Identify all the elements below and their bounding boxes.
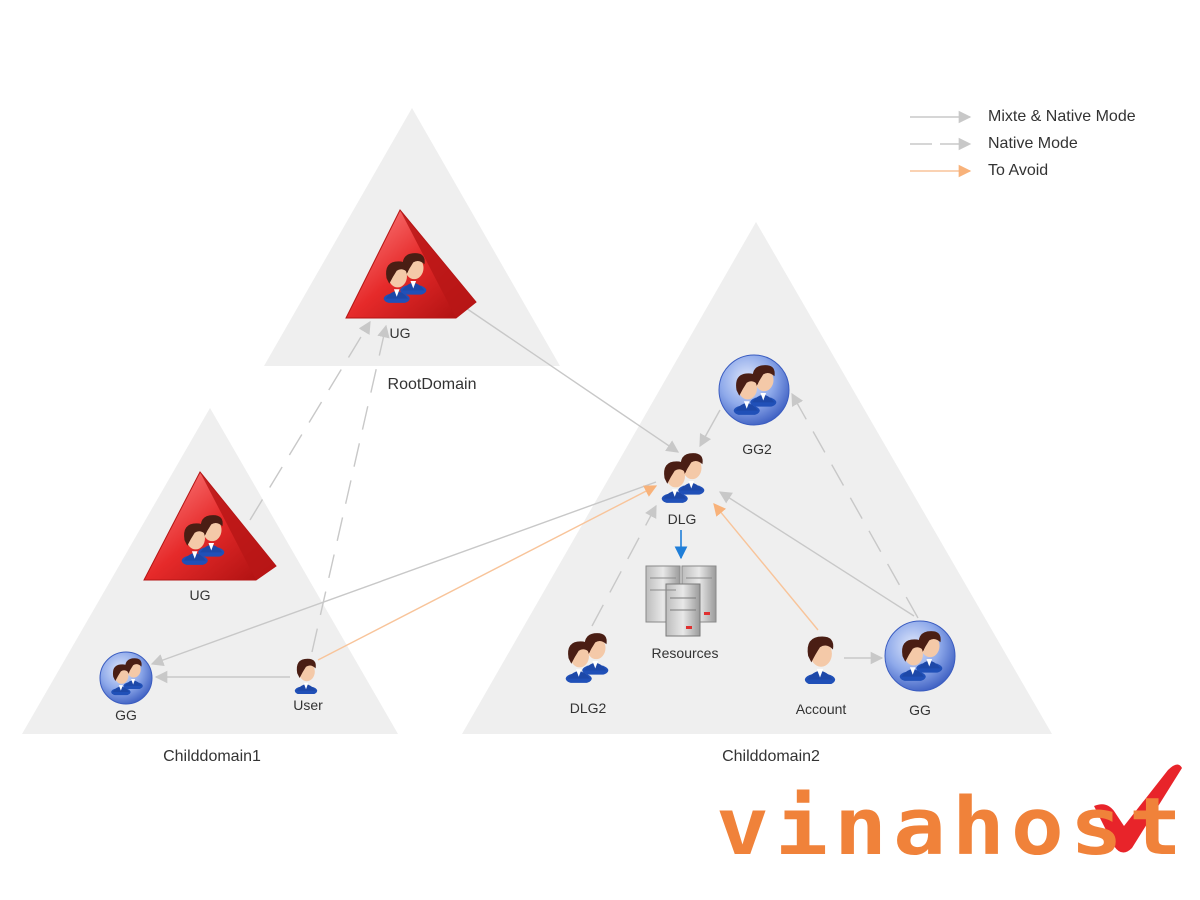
legend-avoid-label: To Avoid: [988, 162, 1049, 179]
root-ug-icon[interactable]: [345, 209, 477, 319]
child1-ug-label: UG: [189, 587, 211, 603]
root-domain-label: RootDomain: [387, 376, 477, 393]
gg2-label: GG2: [742, 441, 772, 457]
edge-dlg2-to-dlg: [591, 504, 657, 627]
resources-server-icon[interactable]: [645, 565, 717, 637]
legend-mixed-label: Mixte & Native Mode: [988, 108, 1136, 125]
dlg-label: DLG: [667, 511, 697, 527]
brand-check-icon: [1094, 764, 1182, 853]
gg2-icon[interactable]: [718, 354, 790, 426]
edge-gg-to-dlg: [718, 491, 915, 617]
child2-gg-icon[interactable]: [884, 620, 956, 692]
connections: [150, 303, 919, 684]
edge-gg-to-gg2: [791, 392, 919, 619]
child1-domain-label: Childdomain1: [163, 748, 261, 765]
brand-logo-text: vinahost.: [716, 780, 1200, 873]
user-label: User: [293, 697, 323, 713]
edge-user-to-dlg-avoid: [317, 485, 658, 661]
edge-gg2-to-dlg: [699, 409, 721, 448]
child2-domain-region: [462, 222, 1052, 734]
edge-user-to-rootug: [311, 324, 390, 653]
dlg2-label: DLG2: [569, 700, 607, 716]
child1-gg-icon[interactable]: [99, 651, 153, 705]
child1-ug-icon[interactable]: [143, 471, 277, 581]
child2-domain-label: Childdomain2: [722, 748, 820, 765]
child1-gg-label: GG: [115, 707, 137, 723]
edge-rootug-to-dlg: [459, 303, 680, 453]
legend-native-label: Native Mode: [988, 135, 1078, 152]
edge-account-to-dlg-avoid: [713, 503, 819, 631]
edge-child1ug-to-rootug: [249, 320, 371, 521]
legend: [910, 110, 972, 178]
resources-label: Resources: [651, 645, 719, 661]
child2-gg-label: GG: [909, 702, 931, 718]
edge-dlg-to-gg: [150, 481, 657, 667]
root-ug-label: UG: [389, 325, 411, 341]
account-label: Account: [795, 701, 847, 717]
